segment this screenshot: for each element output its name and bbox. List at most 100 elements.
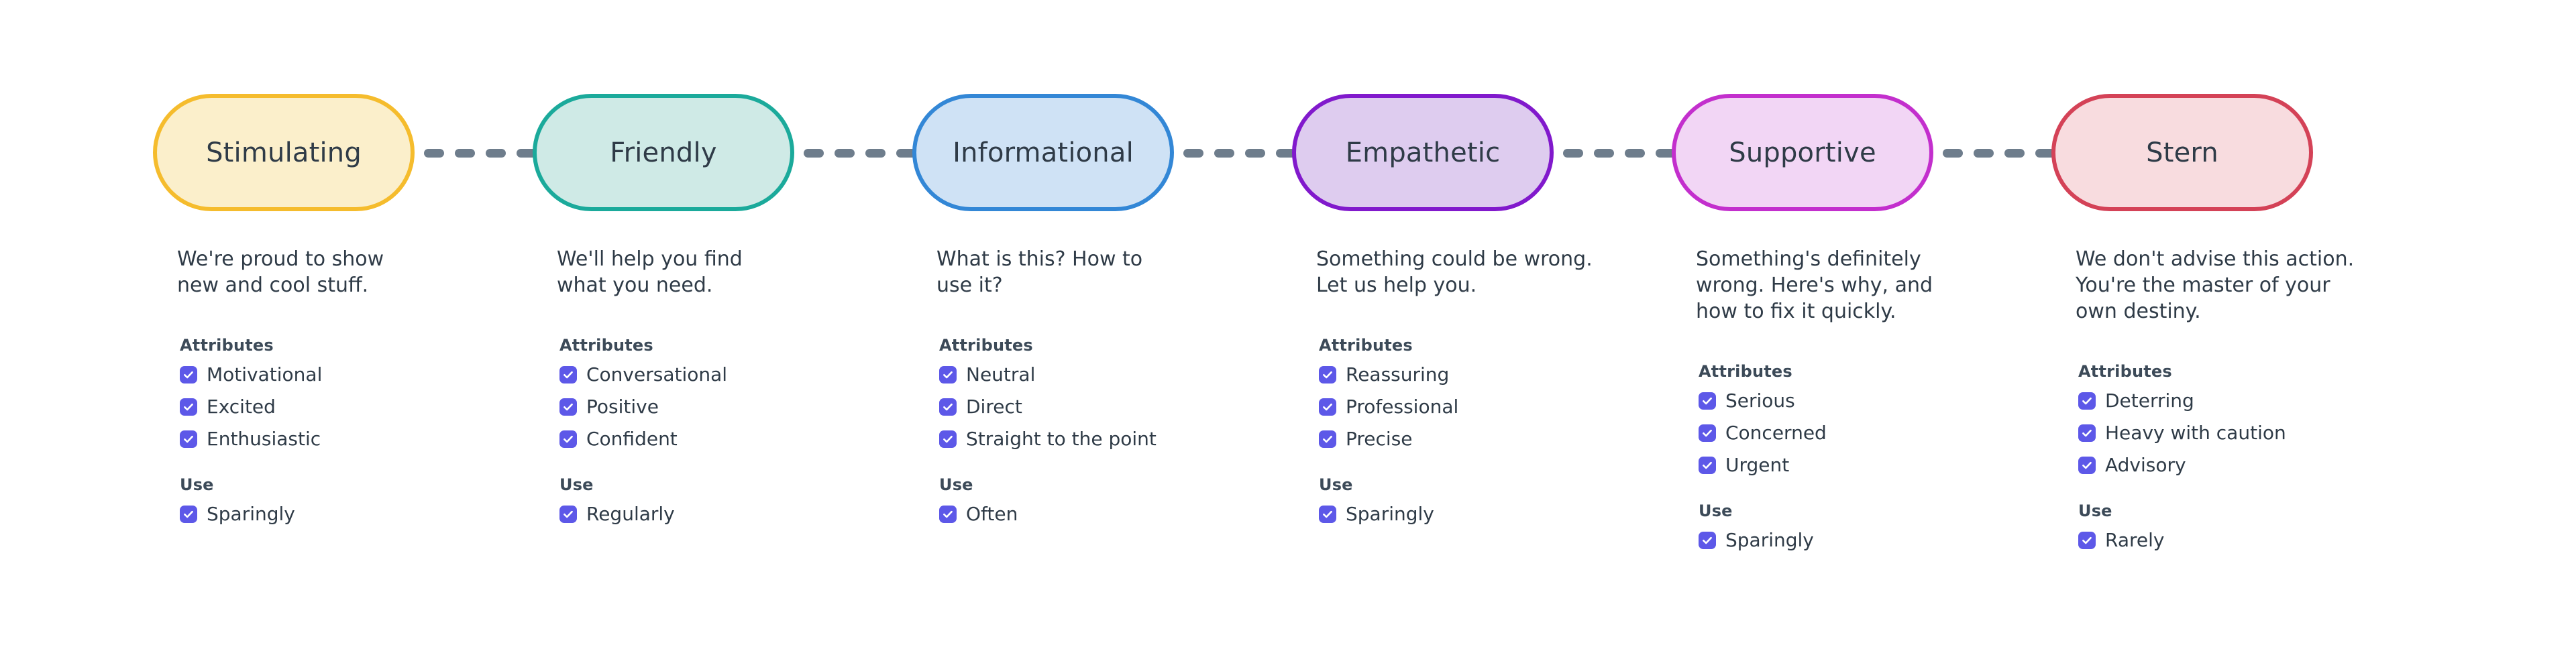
attribute-item[interactable]: Enthusiastic [180, 427, 533, 451]
tone-description-line: own destiny. [2076, 300, 2201, 323]
use-item[interactable]: Sparingly [180, 502, 533, 526]
checkbox-checked-icon[interactable] [939, 366, 957, 384]
tone-pill[interactable]: Friendly [533, 94, 794, 211]
connector-dash [1563, 148, 1583, 158]
attribute-item[interactable]: Advisory [2078, 453, 2431, 477]
checkbox-checked-icon[interactable] [939, 430, 957, 448]
attribute-item[interactable]: Heavy with caution [2078, 421, 2431, 445]
tone-description-line: wrong. Here's why, and [1696, 274, 1933, 297]
pill-row: Informational [912, 94, 1296, 218]
checkbox-checked-icon[interactable] [559, 430, 577, 448]
tone-pill[interactable]: Supportive [1672, 94, 1933, 211]
attribute-label: Positive [586, 396, 659, 418]
attribute-item[interactable]: Deterring [2078, 389, 2431, 413]
use-label: Sparingly [207, 503, 295, 525]
tone-description-line: use it? [936, 274, 1003, 297]
checkbox-checked-icon[interactable] [939, 506, 957, 523]
checkbox-checked-icon[interactable] [180, 366, 197, 384]
checkbox-checked-icon[interactable] [2078, 532, 2096, 549]
attribute-item[interactable]: Conversational [559, 363, 912, 387]
use-heading: Use [559, 475, 594, 494]
attribute-item[interactable]: Precise [1319, 427, 1672, 451]
attribute-label: Neutral [966, 363, 1036, 386]
tone-pill[interactable]: Informational [912, 94, 1174, 211]
attribute-item[interactable]: Excited [180, 395, 533, 419]
attribute-item[interactable]: Confident [559, 427, 912, 451]
pill-row: Supportive [1672, 94, 2055, 218]
checkbox-checked-icon[interactable] [559, 366, 577, 384]
checkbox-checked-icon[interactable] [1319, 366, 1336, 384]
pill-row: Stimulating [153, 94, 537, 218]
use-label: Sparingly [1725, 529, 1814, 551]
tone-text-block: Something's definitely wrong. Here's why,… [1672, 246, 2051, 324]
attribute-label: Serious [1725, 390, 1795, 412]
use-label: Sparingly [1346, 503, 1434, 525]
checkbox-checked-icon[interactable] [1699, 457, 1716, 474]
tone-description-line: what you need. [557, 274, 713, 297]
dashed-connector [424, 148, 537, 158]
checkbox-checked-icon[interactable] [559, 398, 577, 416]
connector-dash [1276, 148, 1296, 158]
use-item[interactable]: Rarely [2078, 528, 2431, 552]
attribute-label: Straight to the point [966, 428, 1157, 450]
checkbox-checked-icon[interactable] [1699, 424, 1716, 442]
attribute-label: Excited [207, 396, 276, 418]
use-heading: Use [939, 475, 973, 494]
attribute-item[interactable]: Neutral [939, 363, 1292, 387]
use-item[interactable]: Regularly [559, 502, 912, 526]
dashed-connector [804, 148, 916, 158]
attribute-label: Urgent [1725, 454, 1790, 476]
tone-description: We don't advise this action.You're the m… [2076, 246, 2354, 324]
checkbox-checked-icon[interactable] [1319, 506, 1336, 523]
connector-dash [1943, 148, 1963, 158]
use-item[interactable]: Often [939, 502, 1292, 526]
checkbox-checked-icon[interactable] [1699, 392, 1716, 410]
attribute-label: Professional [1346, 396, 1459, 418]
tone-pill[interactable]: Stern [2051, 94, 2313, 211]
attribute-label: Heavy with caution [2105, 422, 2286, 444]
tone-pill-label: Stern [2146, 137, 2218, 168]
checkbox-checked-icon[interactable] [180, 398, 197, 416]
checkbox-checked-icon[interactable] [2078, 392, 2096, 410]
checkbox-checked-icon[interactable] [1699, 532, 1716, 549]
tone-pill-label: Empathetic [1345, 137, 1501, 168]
tone-description-line: Something's definitely [1696, 247, 1921, 271]
attribute-item[interactable]: Positive [559, 395, 912, 419]
attribute-item[interactable]: Reassuring [1319, 363, 1672, 387]
attribute-item[interactable]: Urgent [1699, 453, 2051, 477]
attribute-item[interactable]: Direct [939, 395, 1292, 419]
attribute-item[interactable]: Professional [1319, 395, 1672, 419]
checkbox-checked-icon[interactable] [1319, 430, 1336, 448]
use-item[interactable]: Sparingly [1699, 528, 2051, 552]
tone-pill[interactable]: Stimulating [153, 94, 415, 211]
attributes-heading: Attributes [559, 336, 653, 355]
checkbox-checked-icon[interactable] [180, 506, 197, 523]
attribute-item[interactable]: Motivational [180, 363, 533, 387]
attribute-item[interactable]: Straight to the point [939, 427, 1292, 451]
connector-dash [1625, 148, 1645, 158]
use-heading: Use [2078, 501, 2112, 520]
checkbox-checked-icon[interactable] [1319, 398, 1336, 416]
checkbox-checked-icon[interactable] [939, 398, 957, 416]
checkbox-checked-icon[interactable] [2078, 457, 2096, 474]
dashed-connector [1563, 148, 1676, 158]
connector-dash [865, 148, 885, 158]
attribute-item[interactable]: Concerned [1699, 421, 2051, 445]
checkbox-checked-icon[interactable] [2078, 424, 2096, 442]
tone-pill[interactable]: Empathetic [1292, 94, 1554, 211]
use-label: Often [966, 503, 1018, 525]
use-item[interactable]: Sparingly [1319, 502, 1672, 526]
checkbox-checked-icon[interactable] [559, 506, 577, 523]
checkbox-checked-icon[interactable] [180, 430, 197, 448]
attribute-item[interactable]: Serious [1699, 389, 2051, 413]
connector-dash [486, 148, 506, 158]
pill-row: Friendly [533, 94, 916, 218]
